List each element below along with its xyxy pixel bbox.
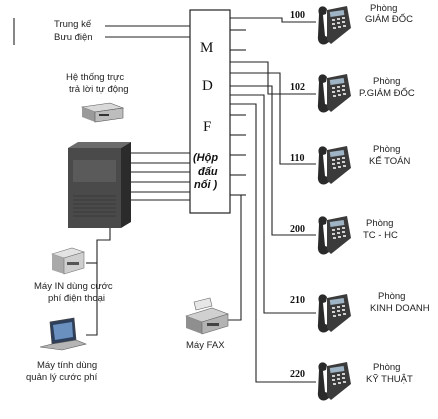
extension-number: 100 xyxy=(290,10,305,21)
extension-number: 200 xyxy=(290,224,305,235)
department-label: GIÁM ĐỐC xyxy=(365,13,413,25)
department-label: TC - HC xyxy=(363,230,398,241)
fax-machine-icon xyxy=(185,297,229,335)
extension-number: 220 xyxy=(290,369,305,380)
extension-number: 110 xyxy=(290,153,304,164)
mdf-box-text-1: (Hộp xyxy=(193,152,218,164)
trunk-lines xyxy=(13,18,190,45)
phone-icon-110 xyxy=(317,146,351,185)
department-label: Phòng xyxy=(370,3,397,14)
ivr-label-2: trả lời tự động xyxy=(69,84,129,95)
mdf-stubs xyxy=(230,29,246,196)
fax-label: Máy FAX xyxy=(186,340,225,351)
laptop-icon xyxy=(39,317,87,351)
mdf-box-text-3: nối ) xyxy=(194,179,218,191)
department-label: KINH DOANH xyxy=(370,303,430,314)
mdf-letter-d: D xyxy=(202,78,213,94)
department-label: KỸ THUẬT xyxy=(366,374,413,385)
mdf-letter-f: F xyxy=(203,119,211,135)
pbx-links xyxy=(129,152,190,201)
mdf-letter-m: M xyxy=(200,40,213,56)
phone-icon-100 xyxy=(317,6,351,45)
department-label: KẾ TOÁN xyxy=(369,156,410,167)
laptop-label-2: quản lý cước phí xyxy=(26,372,98,383)
department-label: Phòng xyxy=(378,291,405,302)
department-label: Phòng xyxy=(373,362,400,373)
ivr-label-1: Hệ thống trực xyxy=(66,72,124,83)
ivr-server-icon xyxy=(80,102,125,123)
mdf-box-text-2: đấu xyxy=(198,166,218,178)
laptop-label-1: Máy tính dùng xyxy=(37,360,97,371)
phone-icon-220 xyxy=(317,362,351,401)
phone-icon-102 xyxy=(317,74,351,113)
phone-icon-200 xyxy=(317,216,351,255)
department-label: P.GIÁM ĐỐC xyxy=(359,87,415,99)
department-label: Phòng xyxy=(373,76,400,87)
extension-wires xyxy=(228,17,316,383)
printer-label-2: phí điện thoại xyxy=(48,293,105,304)
mdf-box xyxy=(189,9,231,214)
department-label: Phòng xyxy=(373,144,400,155)
printer-icon xyxy=(51,247,85,275)
trunk-label-2: Bưu điện xyxy=(54,32,93,43)
department-label: Phòng xyxy=(366,218,393,229)
phone-icon-210 xyxy=(317,294,351,333)
extension-number: 102 xyxy=(290,82,305,93)
pc-printer-links xyxy=(86,228,111,336)
trunk-label-1: Trung kế xyxy=(54,19,92,30)
printer-label-1: Máy IN dùng cước xyxy=(34,281,113,292)
pbx-cabinet-icon xyxy=(68,142,131,228)
extension-number: 210 xyxy=(290,295,305,306)
